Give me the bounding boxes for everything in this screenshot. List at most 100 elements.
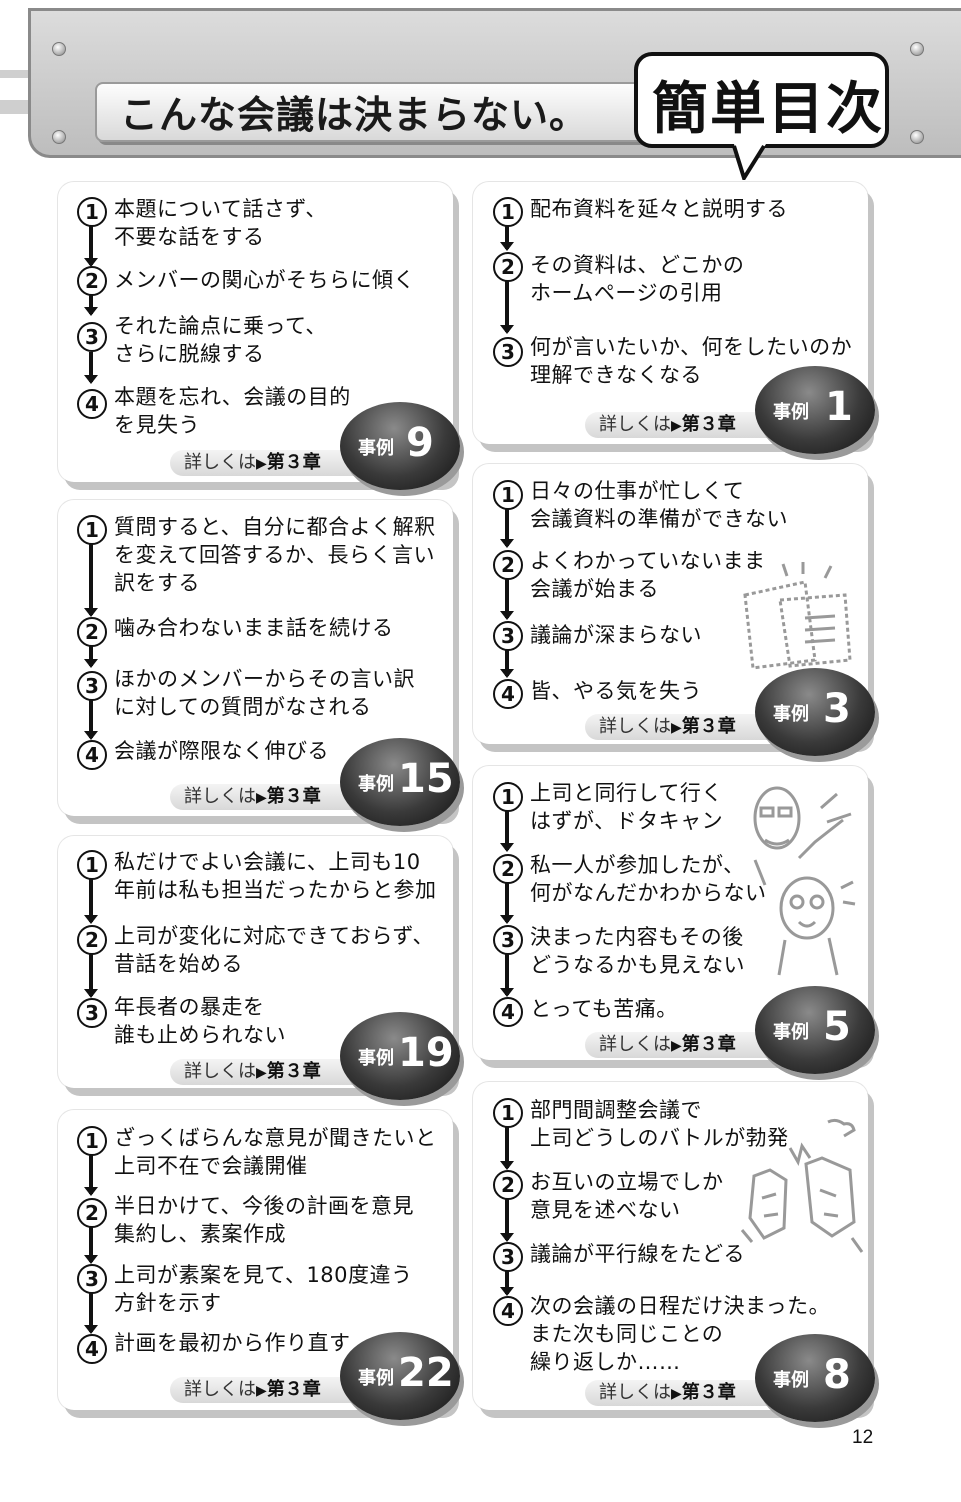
chapter-label: 第３章 bbox=[266, 1379, 321, 1400]
case-badge: 事例 5 bbox=[755, 986, 875, 1074]
page-title: こんな会議は決まらない。 bbox=[120, 93, 589, 137]
step-number-1: 1 bbox=[77, 1126, 107, 1156]
documents-sketch-icon bbox=[743, 562, 852, 670]
step-number-3: 3 bbox=[77, 322, 107, 352]
case-badge: 事例 8 bbox=[755, 1334, 875, 1422]
step-text: 年長者の暴走を 誰も止められない bbox=[114, 995, 286, 1047]
step-text: その資料は、どこかの ホームページの引用 bbox=[530, 253, 745, 305]
step-text: 決まった内容もその後 どうなるかも見えない bbox=[530, 925, 745, 977]
step-text: 半日かけて、今後の計画を意見 集約し、素案作成 bbox=[114, 1194, 414, 1246]
case-label: 事例 bbox=[773, 704, 809, 725]
chapter-label: 第３章 bbox=[681, 414, 736, 435]
flow-arrow bbox=[500, 953, 514, 997]
flow-arrow bbox=[500, 578, 514, 620]
chapter-link[interactable]: 詳しくは▶第３章 bbox=[170, 1059, 370, 1085]
step-text: 皆、やる気を失う bbox=[530, 679, 702, 703]
flow-arrow bbox=[84, 1226, 98, 1264]
step-number-3: 3 bbox=[493, 337, 523, 367]
chapter-label: 第３章 bbox=[681, 716, 736, 737]
flow-arrow bbox=[500, 1198, 514, 1242]
chapter-link[interactable]: 詳しくは▶第３章 bbox=[585, 1380, 785, 1406]
triangle-right-icon: ▶ bbox=[671, 418, 682, 434]
step-text: 何が言いたいか、何をしたいのか 理解できなくなる bbox=[530, 335, 853, 387]
chapter-link[interactable]: 詳しくは▶第３章 bbox=[170, 784, 370, 810]
chapter-link[interactable]: 詳しくは▶第３章 bbox=[170, 1377, 370, 1403]
chapter-link[interactable]: 詳しくは▶第３章 bbox=[585, 412, 785, 438]
flow-arrow bbox=[84, 543, 98, 617]
title-plate bbox=[95, 82, 659, 142]
step-text: よくわかっていないまま 会議が始まる bbox=[530, 549, 766, 601]
detail-label: 詳しくは bbox=[184, 452, 256, 473]
arguing-managers-sketch-icon bbox=[740, 1118, 864, 1253]
case-number: 22 bbox=[398, 1350, 454, 1396]
left-stripe-top bbox=[0, 70, 30, 78]
step-number-2: 2 bbox=[493, 1170, 523, 1200]
step-text: 日々の仕事が忙しくて 会議資料の準備ができない bbox=[530, 479, 788, 531]
step-number-1: 1 bbox=[77, 197, 107, 227]
flow-arrow bbox=[84, 225, 98, 267]
flow-arrow bbox=[84, 698, 98, 740]
chapter-label: 第３章 bbox=[266, 786, 321, 807]
case-label: 事例 bbox=[358, 1048, 394, 1069]
triangle-right-icon: ▶ bbox=[671, 1386, 682, 1402]
step-number-2: 2 bbox=[77, 1198, 107, 1228]
step-text: 上司が素案を見て、180度違う 方針を示す bbox=[114, 1263, 413, 1315]
case-label: 事例 bbox=[773, 402, 809, 423]
chapter-link[interactable]: 詳しくは▶第３章 bbox=[585, 1032, 785, 1058]
step-number-1: 1 bbox=[77, 515, 107, 545]
step-number-4: 4 bbox=[493, 679, 523, 709]
step-number-2: 2 bbox=[493, 854, 523, 884]
step-number-2: 2 bbox=[493, 550, 523, 580]
step-text: 本題を忘れ、会議の目的 を見失う bbox=[114, 385, 351, 437]
step-text: 次の会議の日程だけ決まった。 また次も同じことの 繰り返しか…… bbox=[530, 1294, 831, 1374]
detail-label: 詳しくは bbox=[599, 414, 671, 435]
left-stripe-bottom bbox=[0, 100, 30, 114]
detail-label: 詳しくは bbox=[184, 786, 256, 807]
case-badge: 事例 9 bbox=[340, 402, 460, 490]
step-text: 上司が変化に対応できておらず、 昔話を始める bbox=[114, 924, 434, 976]
step-number-2: 2 bbox=[493, 252, 523, 282]
triangle-right-icon: ▶ bbox=[671, 720, 682, 736]
step-number-3: 3 bbox=[77, 998, 107, 1028]
step-number-1: 1 bbox=[77, 850, 107, 880]
detail-label: 詳しくは bbox=[184, 1379, 256, 1400]
step-number-4: 4 bbox=[77, 1334, 107, 1364]
case-number: 19 bbox=[398, 1030, 454, 1076]
case-number: 3 bbox=[823, 686, 851, 732]
chapter-label: 第３章 bbox=[681, 1034, 736, 1055]
triangle-right-icon: ▶ bbox=[256, 790, 267, 806]
step-number-2: 2 bbox=[77, 617, 107, 647]
rivet-icon bbox=[910, 42, 924, 56]
step-number-4: 4 bbox=[77, 740, 107, 770]
flow-arrow bbox=[84, 878, 98, 924]
chapter-label: 第３章 bbox=[266, 452, 321, 473]
step-number-3: 3 bbox=[493, 925, 523, 955]
step-number-3: 3 bbox=[493, 1242, 523, 1272]
flow-arrow bbox=[500, 882, 514, 924]
step-number-3: 3 bbox=[77, 671, 107, 701]
step-number-1: 1 bbox=[493, 480, 523, 510]
flow-arrow bbox=[84, 352, 98, 384]
step-number-2: 2 bbox=[77, 925, 107, 955]
detail-label: 詳しくは bbox=[599, 716, 671, 737]
triangle-right-icon: ▶ bbox=[256, 1383, 267, 1399]
toc-label: 簡単目次 bbox=[652, 77, 884, 142]
case-number: 5 bbox=[823, 1004, 851, 1050]
step-number-4: 4 bbox=[77, 389, 107, 419]
chapter-label: 第３章 bbox=[266, 1061, 321, 1082]
step-number-4: 4 bbox=[493, 997, 523, 1027]
rivet-icon bbox=[52, 42, 66, 56]
flow-arrow bbox=[500, 1126, 514, 1170]
case-number: 9 bbox=[406, 420, 434, 466]
step-number-1: 1 bbox=[493, 782, 523, 812]
step-text: それた論点に乗って、 さらに脱線する bbox=[114, 314, 327, 366]
step-text: 私一人が参加したが、 何がなんだかわからない bbox=[530, 853, 767, 905]
chapter-link[interactable]: 詳しくは▶第３章 bbox=[585, 714, 785, 740]
detail-label: 詳しくは bbox=[599, 1382, 671, 1403]
step-text: 議論が深まらない bbox=[530, 623, 702, 647]
chapter-link[interactable]: 詳しくは▶第３章 bbox=[170, 450, 370, 476]
step-number-4: 4 bbox=[493, 1296, 523, 1326]
case-label: 事例 bbox=[358, 438, 394, 459]
case-badge: 事例 15 bbox=[340, 738, 460, 826]
case-number: 15 bbox=[398, 756, 454, 802]
